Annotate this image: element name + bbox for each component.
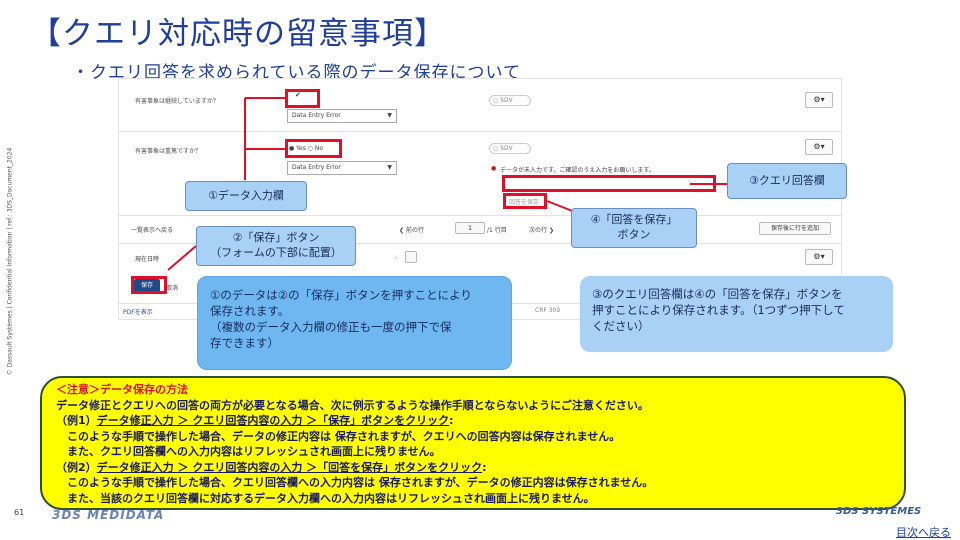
prev-row-label: 前の行 [405,227,424,234]
note-example-2: （例2）データ修正入力 ＞ クエリ回答内容の入力 ＞「回答を保存」ボタンをクリッ… [56,460,890,476]
highlight-save-button [131,276,167,294]
note-ex1-suffix: : [449,414,454,427]
callout-save-answer-title: ④「回答を保存」 [590,213,678,226]
chevron-down-icon: ▼ [387,112,392,119]
highlight-data-entry-checkbox [285,89,320,108]
medidata-logo: 3DS MEDIDATA [52,508,165,522]
bubble-right-line: ください） [592,319,650,334]
back-to-list-link[interactable]: 一覧表示へ戻る [131,227,174,234]
note-line: データ修正とクエリへの回答の両方が必要となる場合、次に例示するような操作手順とな… [56,398,649,412]
note-line: このような手順で操作した場合、データの修正内容は 保存されますが、クエリへの回答… [56,429,621,443]
chevron-left-icon: ❮ [399,227,405,234]
callout-data-entry: ①データ入力欄 [185,181,307,211]
highlight-save-answer-button [503,193,547,209]
callout-query-answer: ③クエリ回答欄 [727,163,847,199]
note-ex1-prefix: （例1） [56,414,97,427]
bubble-right-line: 押すことにより保存されます。（1つずつ押下して [592,303,845,318]
pdf-link[interactable]: PDFを表示 [123,309,153,316]
checkbox-checked[interactable]: ✔ [295,91,301,99]
chevron-right-icon: ❯ [548,227,554,234]
save-answer-button-mini[interactable]: 回答を保存 [509,199,540,206]
reason-select-1-value: Data Entry Error [292,112,341,119]
note-ex1-steps: データ修正入力 ＞ クエリ回答内容の入力 ＞「保存」ボタンをクリック [96,414,450,427]
radio-yes-label: Yes [296,145,306,152]
note-line: また、クエリ回答欄への入力内容はリフレッシュされ画面上に残りません。 [56,445,441,458]
row-divider [119,131,841,132]
callout-save-button-sub: （フォームの下部に配置） [210,245,342,259]
reason-select-2-value: Data Entry Error [292,164,341,171]
prev-row-link[interactable]: ❮ 前の行 [399,225,424,234]
time-minute-input[interactable] [405,251,417,263]
sdv-toggle-1[interactable]: ○ SDV [489,95,531,106]
callout-save-button-title: ②「保存」ボタン [232,231,320,244]
reason-select-2[interactable]: Data Entry Error ▼ [287,161,397,175]
caution-note: ＜注意＞データ保存の方法 データ修正とクエリへの回答の両方が必要となる場合、次に… [40,376,906,510]
bubble-left-line: 存できます） [210,336,279,351]
highlight-data-entry-radio [285,139,342,158]
connector-line-2 [167,245,197,271]
time-separator: : [395,254,398,261]
note-ex2-steps: データ修正入力 ＞ クエリ回答内容の入力 ＞「回答を保存」ボタンをクリック [96,460,483,474]
row-divider [119,243,841,244]
explanation-bubble-right: ③のクエリ回答欄は④の「回答を保存」ボタンを 押すことにより保存されます。（1つ… [580,276,893,352]
gear-icon[interactable]: ⚙▾ [805,92,833,108]
chevron-down-icon: ▼ [387,164,392,171]
row-number-input[interactable]: 1 [455,222,485,234]
radio-no-label: No [314,145,324,152]
note-example-1: （例1）データ修正入力 ＞ クエリ回答内容の入力 ＞「保存」ボタンをクリック: [56,413,890,429]
callout-save-answer-sub: ボタン [617,227,651,241]
note-ex2-prefix: （例2） [56,460,97,474]
sdv-label: SDV [500,97,513,104]
systemes-logo: 3DS SYSTEMES [836,506,922,517]
bubble-left-line: 保存されます。 [210,304,290,319]
bubble-left-line: ①のデータは②の「保存」ボタンを押すことにより [210,288,472,302]
next-row-label: 次の行 [529,227,548,234]
note-line: また、当該のクエリ回答欄に対応するデータ入力欄への入力内容はリフレッシュされ画面… [56,491,595,505]
sdv-label: SDV [500,145,513,152]
row-divider [119,215,841,216]
next-row-link[interactable]: 次の行 ❯ [529,225,554,234]
crf-code: CRF 303 [535,307,561,314]
row-total: /1 行目 [487,227,507,234]
cancel-link[interactable]: 取消 [166,285,179,292]
callout-save-button: ②「保存」ボタン （フォームの下部に配置） [196,226,356,266]
add-row-after-save-button[interactable]: 保存後に行を追加 [759,222,831,235]
bubble-left-line: （複数のデータ入力欄の修正も一度の押下で保 [210,320,452,335]
gear-icon[interactable]: ⚙▾ [805,249,833,265]
reason-select-1[interactable]: Data Entry Error ▼ [287,109,397,123]
question-serious: 有害事象は重篤ですか？ [135,148,202,155]
bubble-right-line: ③のクエリ回答欄は④の「回答を保存」ボタンを [592,287,843,301]
query-message: データが未入力です。ご確認のうえ入力をお願いします。 [500,167,655,174]
query-icon: ● [491,165,497,172]
radio-group[interactable]: ● Yes ○ No [289,145,324,152]
explanation-bubble-left: ①のデータは②の「保存」ボタンを押すことにより 保存されます。 （複数のデータ入… [197,276,512,370]
note-heading: ＜注意＞データ保存の方法 [56,383,188,396]
page-number: 61 [14,508,25,517]
gear-icon[interactable]: ⚙▾ [805,139,833,155]
note-ex2-suffix: : [482,460,487,474]
current-datetime-label: 現在日時 [135,256,160,263]
back-to-toc-link[interactable]: 目次へ戻る [896,526,951,539]
question-continuing: 有害事象は継続していますか？ [135,98,219,105]
note-line: このような手順で操作した場合、クエリ回答欄への入力内容は 保存されますが、データ… [56,476,654,489]
page-title: 【クエリ対応時の留意事項】 [30,16,446,52]
sdv-toggle-2[interactable]: ○ SDV [489,143,531,154]
callout-save-answer: ④「回答を保存」 ボタン [571,208,697,248]
